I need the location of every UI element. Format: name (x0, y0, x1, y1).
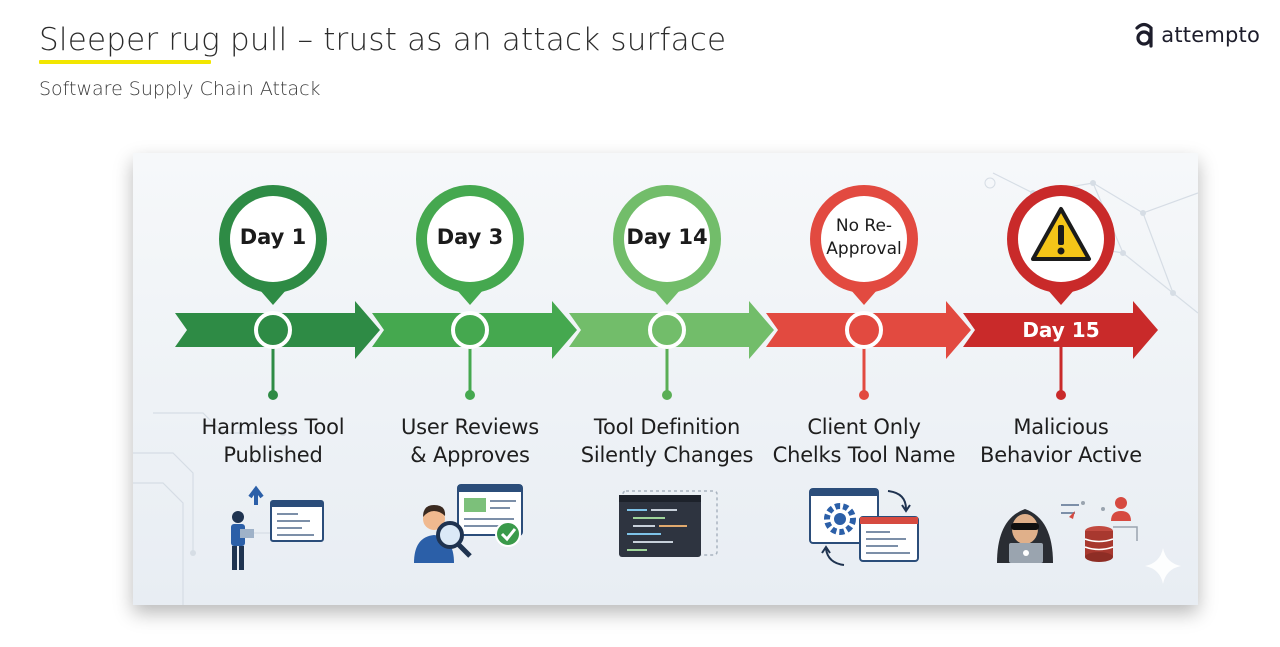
stage-1-label: Harmless Tool Published (201, 415, 345, 467)
stage-day-3: Day 3 User Reviews & Approves (370, 153, 577, 605)
page-title: Sleeper rug pull – trust as an attack su… (39, 22, 727, 58)
user-review-icon (414, 484, 523, 563)
stage-2-label: User Reviews & Approves (400, 415, 539, 467)
title-underline (39, 60, 211, 64)
stage-1-graphic (175, 185, 380, 400)
stage-2-graphic (372, 185, 577, 400)
stage-1-pin-text: Day 1 (239, 225, 307, 249)
logo-text: attempto (1161, 23, 1260, 47)
hacker-icon (997, 497, 1138, 563)
stage-day-14: Day 14 Tool Definition Silently Changes (567, 153, 774, 605)
stage-4-pin-text: No Re- Approval (826, 216, 902, 259)
stage-3-pin-text: Day 14 (626, 225, 708, 249)
stage-4-graphic (766, 185, 971, 400)
stage-3-graphic (569, 185, 774, 400)
stage-3-label: Tool Definition Silently Changes (580, 415, 754, 467)
stage-2-pin-text: Day 3 (436, 225, 504, 249)
stage-day-1: Day 1 Harmless Tool Published (173, 153, 380, 605)
developer-upload-icon (231, 485, 324, 570)
logo: attempto (1133, 22, 1260, 48)
stage-4-label: Client Only Chelks Tool Name (772, 415, 956, 467)
stage-5-graphic (963, 185, 1158, 400)
stage-5-arrow-label: Day 15 (1022, 318, 1100, 342)
page-subtitle: Software Supply Chain Attack (39, 78, 321, 100)
stage-no-reapproval: No Re- Approval Client Only Chelks Tool … (764, 153, 971, 605)
attempto-logo-icon (1135, 22, 1153, 48)
code-editor-icon (619, 490, 718, 557)
settings-window-icon (809, 488, 919, 566)
warning-icon (1031, 207, 1091, 261)
stage-5-label: Malicious Behavior Active (980, 415, 1142, 467)
timeline-panel: Day 1 Harmless Tool Published Day 3 (133, 153, 1198, 605)
stage-day-15: Day 15 Malicious Behavior Active (961, 153, 1161, 605)
